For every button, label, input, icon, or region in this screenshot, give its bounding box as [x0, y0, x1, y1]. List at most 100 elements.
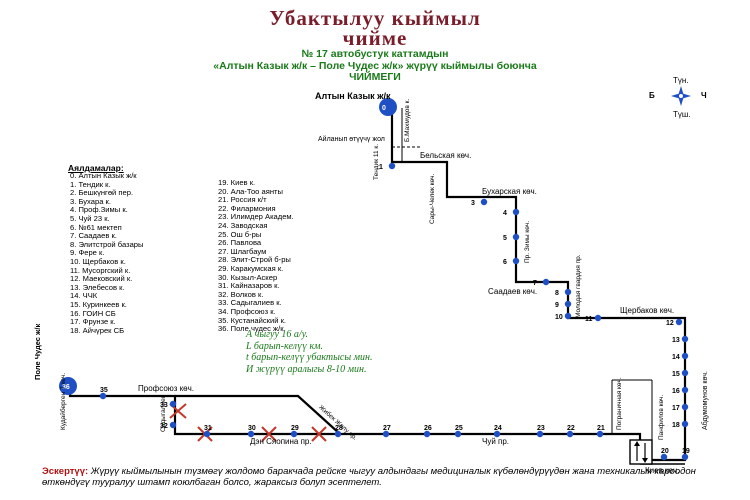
stop-marker [512, 257, 520, 265]
stop-marker [681, 386, 689, 394]
stop-marker [247, 430, 255, 438]
stop-list-item: 11. Мусоргский к. [70, 265, 131, 275]
stop-list-item: 10. Щербаков к. [70, 256, 126, 266]
stop-marker [512, 208, 520, 216]
stop-number-label: 23 [537, 425, 545, 432]
stop-number-label: 5 [503, 235, 507, 242]
stop-list-item: 33. Садыгалиев к. [218, 298, 282, 308]
stop-number-label: 10 [555, 314, 563, 321]
stop-number-label: 12 [666, 320, 674, 327]
stop-number-label: 18 [672, 422, 680, 429]
stop-list-item: 36. Поле чудес ж/к [218, 324, 284, 334]
label-street-den-syaopin: Дэн Сяопина пр. [250, 437, 312, 446]
stop-marker [334, 430, 342, 438]
compass-east: Ч [701, 91, 707, 100]
stop-marker [681, 335, 689, 343]
stop-marker [681, 420, 689, 428]
stop-marker [564, 300, 572, 308]
route-info-vehicles: А чыгуу 16 а/у. [246, 329, 309, 340]
stop-list-item: 8. Элитстрой базары [70, 239, 144, 249]
stop-number-label: 3 [471, 200, 475, 207]
stop-list-item: 29. Каракумская к. [218, 263, 284, 273]
stop-number-label: 14 [672, 354, 680, 361]
stops-heading: Аялдамалар: [68, 163, 124, 173]
terminal-start-marker [379, 98, 397, 116]
stop-marker [566, 430, 574, 438]
stop-list-item: 30. Кызыл-Аскер [218, 272, 278, 282]
terminal-end-marker [59, 377, 77, 395]
stop-marker [480, 198, 488, 206]
terminal-number-label: 0 [382, 105, 386, 112]
stop-list-item: 24. Заводская [218, 220, 268, 230]
stop-number-label: 20 [661, 448, 669, 455]
stop-list-item: 26. Павлова [218, 238, 262, 248]
label-terminal-start: Алтын Казык ж/к [315, 91, 391, 101]
stop-marker [681, 403, 689, 411]
route-info-length: L барып-келүү км. [246, 340, 324, 352]
stop-marker [512, 233, 520, 241]
stop-number-label: 1 [379, 164, 383, 171]
stop-number-label: 31 [204, 425, 212, 432]
label-street-kiev: Киев көч. [645, 466, 680, 475]
route-line [68, 106, 687, 462]
stop-list-item: 27. Шлагбаум [218, 246, 267, 256]
map-title-line2: чийме [342, 26, 408, 50]
stop-number-label: 21 [597, 425, 605, 432]
stop-marker [99, 392, 107, 400]
stop-list-item: 15. Куринкеев к. [70, 299, 127, 309]
stop-list-item: 32. Волков к. [218, 289, 264, 299]
stop-number-label: 4 [503, 210, 507, 217]
stop-list-item: 2. Бешкүнгөй пер. [70, 188, 134, 198]
closed-road-markers [169, 403, 327, 442]
stop-list-item: 18. Айчүрек СБ [70, 325, 125, 335]
stop-number-label: 16 [672, 388, 680, 395]
stop-list-item: 5. Чуй 23 к. [70, 213, 110, 223]
subtitle-line2: «Алтын Казык ж/к – Поле Чудес ж/к» жүрүү… [213, 60, 537, 72]
stop-list-item: 22. Филармония [218, 203, 276, 213]
label-street-profsoyuz: Профсоюз көч. [138, 384, 194, 393]
stop-list-item: 31. Кайназаров к. [218, 281, 280, 291]
stop-marker [169, 421, 177, 429]
stop-number-label: 6 [503, 259, 507, 266]
label-street-saadaev: Саадаев көч. [488, 287, 538, 296]
label-street-pogranichnaya: Пограничная көч. [616, 377, 623, 430]
label-street-chui: Чуй пр. [482, 437, 510, 446]
stop-number-label: 11 [585, 316, 593, 323]
stop-list-item: 4. Проф.Зимы к. [70, 205, 128, 215]
compass-south: Түш. [673, 110, 691, 119]
stop-marker [536, 430, 544, 438]
stop-marker [388, 162, 396, 170]
stop-list-item: 12. Маековский к. [70, 274, 133, 284]
label-street-panfilov: Панфилов көч. [658, 394, 665, 440]
label-street-buharskaya: Бухарская көч. [482, 187, 537, 196]
map-title-line1: Убактылуу кыймыл [269, 6, 481, 30]
stop-marker [596, 430, 604, 438]
label-street-zimy: Пр. Зимы көч. [524, 220, 531, 263]
footnote-prefix: Эскертүү: [42, 466, 89, 477]
stop-marker [681, 369, 689, 377]
stop-number-label: 25 [455, 425, 463, 432]
compass-north: Түн. [673, 76, 689, 85]
stop-marker [423, 430, 431, 438]
stop-list-item: 17. Фрунзе к. [70, 317, 116, 327]
stop-marker [454, 430, 462, 438]
stop-list-item: 35. Кустанайский к. [218, 315, 287, 325]
label-street-scherbakov: Щербаков көч. [620, 306, 675, 315]
stop-marker [681, 453, 689, 461]
stop-marker [203, 430, 211, 438]
label-street-sary-chelek: Сары-Челек көч. [429, 173, 436, 224]
stop-marker [493, 430, 501, 438]
stop-number-label: 24 [494, 425, 502, 432]
stop-marker [542, 278, 550, 286]
stop-marker [564, 288, 572, 296]
stop-number-label: 28 [335, 425, 343, 432]
footnote-text: Жүрүү кыймылынын түзмөгү жолдомо баракча… [42, 466, 696, 488]
label-street-belskaya: Бельская көч. [420, 151, 472, 160]
stop-number-label: 13 [672, 337, 680, 344]
stop-list-item: 16. ГОИН СБ [70, 308, 116, 318]
stop-list-item: 3. Бухара к. [70, 196, 111, 206]
stop-list-item: 1. Тендик к. [70, 179, 111, 189]
stop-number-label: 27 [383, 425, 391, 432]
